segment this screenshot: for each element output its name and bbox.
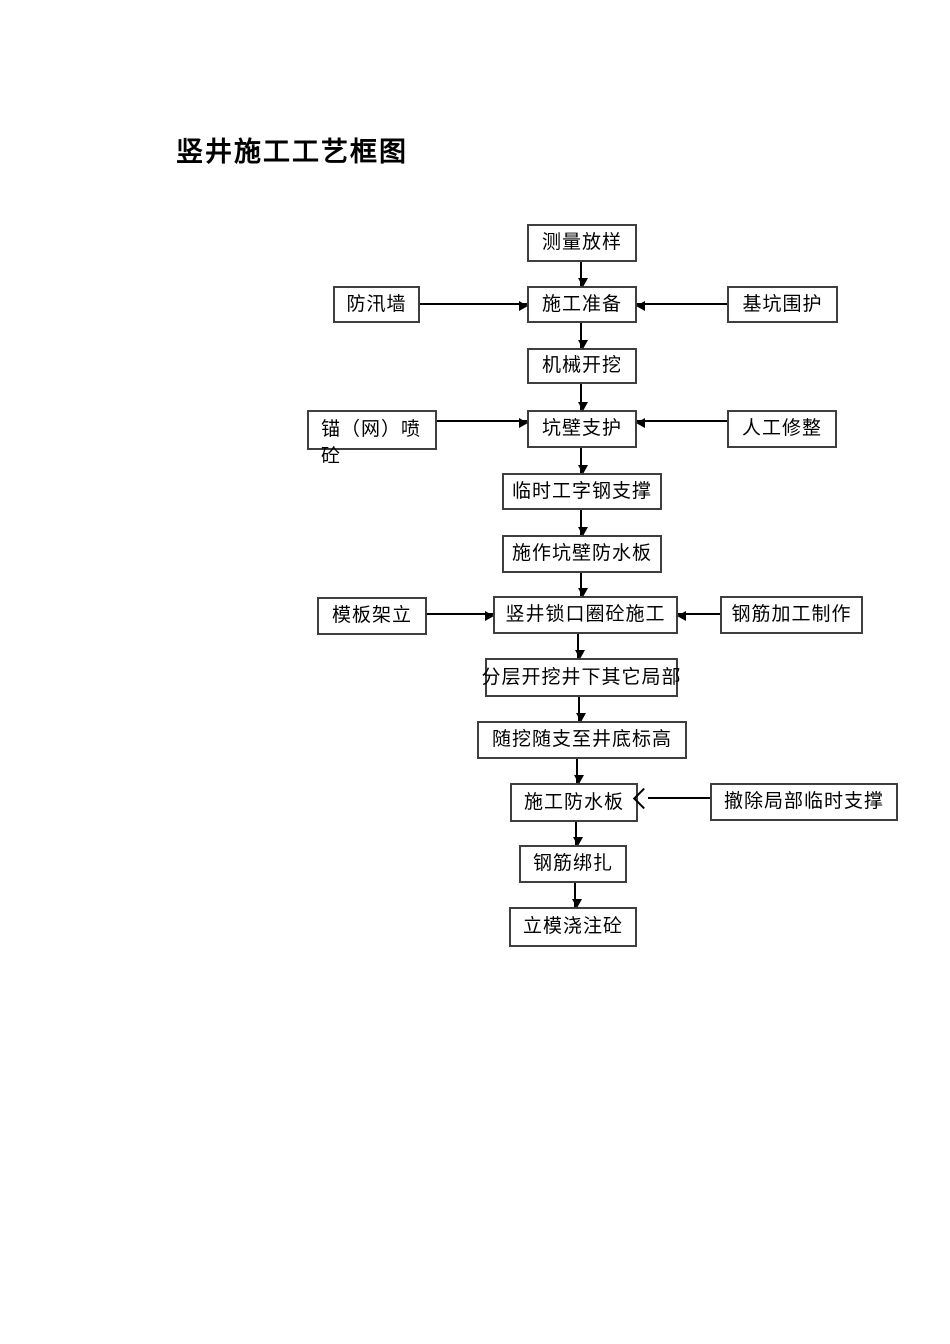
node-pour-concrete: 立模浇注砼	[509, 907, 637, 947]
node-rebar-binding: 钢筋绑扎	[519, 845, 627, 883]
arrow-pitwallwaterproof-to-collar	[578, 573, 588, 597]
arrow-manualtrim-to-pitwallsupport	[636, 418, 727, 428]
arrow-formwork-to-collar	[427, 611, 494, 621]
node-survey: 测量放样	[527, 224, 637, 262]
node-waterproof-board: 施工防水板	[510, 783, 638, 822]
node-manual-trim: 人工修整	[727, 410, 837, 448]
node-prep: 施工准备	[527, 286, 637, 323]
node-pit-wall-support: 坑壁支护	[527, 410, 637, 448]
node-pit-enclosure: 基坑围护	[727, 286, 838, 323]
arrow-removetempsupport-to-waterproof-line	[648, 797, 710, 799]
page-title: 竖井施工工艺框图	[176, 137, 408, 167]
arrow-layered-to-supportbottom	[576, 697, 586, 722]
node-flood-wall: 防汛墙	[333, 286, 420, 323]
arrow-prep-to-mech	[578, 323, 588, 349]
node-layered-excavation: 分层开挖井下其它局部	[482, 658, 681, 697]
node-mech-excavation: 机械开挖	[527, 348, 637, 384]
arrow-rebarbinding-to-pour	[572, 883, 582, 908]
arrow-floodwall-to-prep	[420, 301, 528, 311]
node-temp-ibeam: 临时工字钢支撑	[502, 473, 662, 510]
node-formwork-erection: 模板架立	[317, 597, 427, 635]
arrow-pitwallsupport-to-ibeam	[578, 448, 588, 474]
arrow-survey-to-prep	[578, 262, 588, 287]
node-anchor-shotcrete: 锚（网）喷砼	[307, 410, 437, 467]
arrow-anchorshotcrete-to-pitwallsupport	[437, 418, 528, 428]
node-remove-temp-support: 撤除局部临时支撑	[710, 783, 898, 821]
arrow-ibeam-to-pitwallwaterproof	[578, 510, 588, 536]
node-rebar-fabrication: 钢筋加工制作	[720, 596, 863, 634]
arrow-collar-to-layered	[575, 634, 585, 659]
node-support-to-bottom: 随挖随支至井底标高	[477, 721, 687, 759]
arrow-mech-to-pitwallsupport	[578, 384, 588, 411]
arrow-supportbottom-to-waterproof	[574, 759, 584, 784]
node-collar-concrete: 竖井锁口圈砼施工	[493, 596, 678, 634]
arrow-rebarfab-to-collar	[677, 611, 720, 621]
arrow-waterproof-to-rebarbinding	[573, 822, 583, 846]
arrow-pitenclosure-to-prep	[636, 301, 727, 311]
node-pitwall-waterproof: 施作坑壁防水板	[502, 535, 662, 573]
